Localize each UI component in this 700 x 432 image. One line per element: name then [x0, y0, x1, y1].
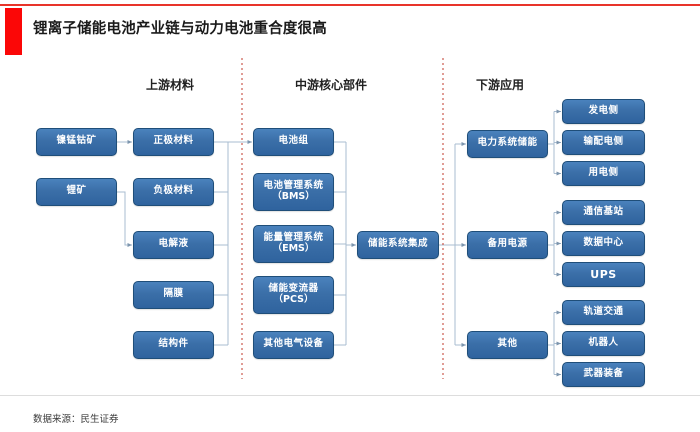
node-bms-line1: 电池管理系统: [263, 181, 324, 192]
node-communication-base-station[interactable]: 通信基站: [562, 200, 645, 225]
node-power-system-storage[interactable]: 电力系统储能: [467, 130, 548, 158]
node-ems-line2: （EMS）: [272, 243, 315, 254]
node-structural-parts[interactable]: 结构件: [133, 331, 214, 359]
footer-rule: [0, 395, 700, 396]
section-header-0: 上游材料: [146, 78, 195, 92]
node-electrolyte[interactable]: 电解液: [133, 231, 214, 259]
node-pcs-line1: 储能变流器: [268, 284, 319, 295]
node-battery-pack[interactable]: 电池组: [253, 128, 334, 156]
node-pcs-line2: （PCS）: [273, 294, 314, 305]
connector: [117, 191, 132, 247]
node-separator[interactable]: 隔膜: [133, 281, 214, 309]
node-robot[interactable]: 机器人: [562, 331, 645, 356]
page-title: 锂离子储能电池产业链与动力电池重合度很高: [33, 21, 327, 37]
node-anode-material[interactable]: 负极材料: [133, 178, 214, 206]
node-pcs[interactable]: 储能变流器（PCS）: [253, 276, 334, 314]
node-nickel-manganese-cobalt-ore[interactable]: 镍锰钴矿: [36, 128, 117, 156]
node-other-applications[interactable]: 其他: [467, 331, 548, 359]
node-ems-line1: 能量管理系统: [263, 233, 324, 244]
section-header-2: 下游应用: [476, 78, 525, 92]
node-bms-line2: （BMS）: [272, 191, 315, 202]
node-transmission-side[interactable]: 输配电侧: [562, 130, 645, 155]
node-lithium-ore[interactable]: 锂矿: [36, 178, 117, 206]
node-other-electrical-equipment[interactable]: 其他电气设备: [253, 331, 334, 359]
node-data-center[interactable]: 数据中心: [562, 231, 645, 256]
node-generation-side[interactable]: 发电侧: [562, 99, 645, 124]
node-ems[interactable]: 能量管理系统（EMS）: [253, 225, 334, 263]
node-cathode-material[interactable]: 正极材料: [133, 128, 214, 156]
section-header-1: 中游核心部件: [295, 78, 368, 92]
node-bms[interactable]: 电池管理系统（BMS）: [253, 173, 334, 211]
data-source-note: 数据来源：民生证券: [33, 415, 119, 425]
header-top-rule: [0, 4, 700, 6]
node-ups[interactable]: UPS: [562, 262, 645, 287]
node-consumption-side[interactable]: 用电侧: [562, 161, 645, 186]
node-backup-power[interactable]: 备用电源: [467, 231, 548, 259]
node-rail-transit[interactable]: 轨道交通: [562, 300, 645, 325]
node-storage-system-integration[interactable]: 储能系统集成: [357, 231, 439, 259]
header-accent-bar: [5, 8, 22, 55]
node-weapon-equipment[interactable]: 武器装备: [562, 362, 645, 387]
